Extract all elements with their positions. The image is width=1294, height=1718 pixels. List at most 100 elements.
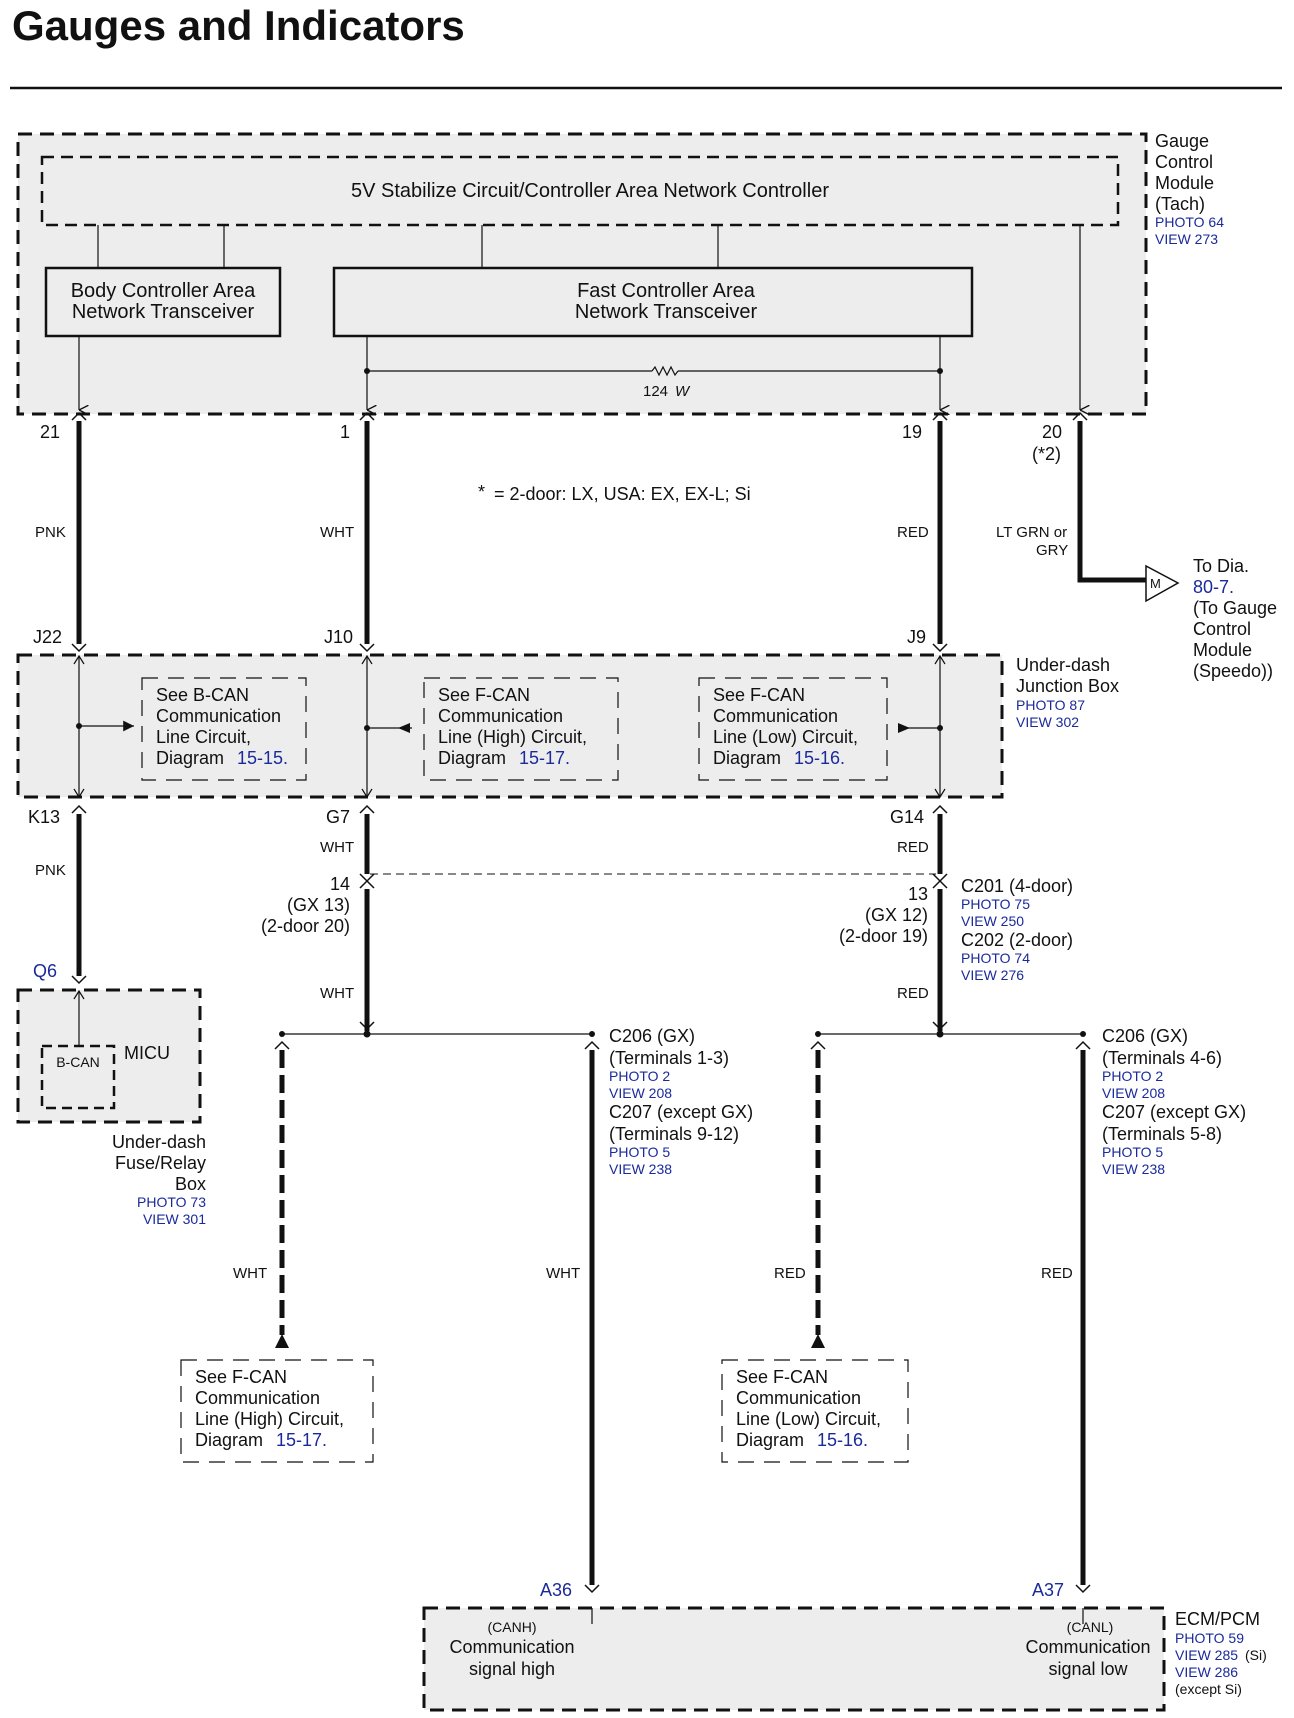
wire-color-wht-2: WHT [320,839,354,856]
ecm-high-label-2: signal high [469,1659,555,1679]
ref-fcan-high-line-3: Line (High) Circuit, [438,727,587,747]
ref-bcan-diagram-link[interactable]: 15-15. [237,748,288,768]
micu-box-label-1: Under-dash [112,1132,206,1152]
ref-bcan-line-2: Communication [156,706,281,726]
ref-fcan-high-diagram-link[interactable]: 15-17. [519,748,570,768]
c207-left-name: C207 (except GX) [609,1102,753,1122]
ref-low-bottom-line-3: Line (Low) Circuit, [736,1409,881,1429]
c207-left-view-ref[interactable]: VIEW 238 [609,1161,672,1177]
terminal-q6: Q6 [33,961,57,981]
micu-bcan-label: B-CAN [56,1054,100,1070]
model-note: = 2-door: LX, USA: EX, EX-L; Si [494,484,751,504]
ref-high-bottom-line-2: Communication [195,1388,320,1408]
ref-bcan-box [141,677,307,781]
fast-can-label-2: Network Transceiver [575,301,758,323]
terminal-a36: A36 [540,1580,572,1600]
junction-box-label-2: Junction Box [1016,676,1119,696]
ref-high-bottom-line-3: Line (High) Circuit, [195,1409,344,1429]
ref-high-bottom-diagram-link[interactable]: 15-17. [276,1430,327,1450]
c201-view-ref[interactable]: VIEW 250 [961,913,1024,929]
c201-right-pin-gx: (GX 12) [865,905,928,925]
connector-m-label: M [1150,576,1161,591]
ref-high-bottom-line-1: See F-CAN [195,1367,287,1387]
c206-left-view-ref[interactable]: VIEW 208 [609,1085,672,1101]
c201-photo-ref[interactable]: PHOTO 75 [961,896,1030,912]
ecm-view-ref-except-si[interactable]: VIEW 286 [1175,1664,1238,1680]
ref-low-bottom-line-4: Diagram [736,1430,804,1450]
c201-connector-name: C201 (4-door) [961,876,1073,896]
c202-photo-ref[interactable]: PHOTO 74 [961,950,1030,966]
junction-box-view-ref[interactable]: VIEW 302 [1016,714,1079,730]
gauge-module-label-4: (Tach) [1155,194,1205,214]
gauge-module-view-ref[interactable]: VIEW 273 [1155,231,1218,247]
c206-right-photo-ref[interactable]: PHOTO 2 [1102,1068,1163,1084]
can-controller-label: 5V Stabilize Circuit/Controller Area Net… [351,180,829,202]
terminal-j10: J10 [324,627,353,647]
junction-box-photo-ref[interactable]: PHOTO 87 [1016,697,1085,713]
wire-color-wht-5: WHT [546,1265,580,1282]
ref-fcan-low-diagram-link[interactable]: 15-16. [794,748,845,768]
ecm-photo-ref[interactable]: PHOTO 59 [1175,1630,1244,1646]
page-title: Gauges and Indicators [12,2,465,49]
ref-fcan-low-line-1: See F-CAN [713,685,805,705]
to-dia-label-1: To Dia. [1193,556,1249,576]
ecm-canl-label: (CANL) [1067,1619,1114,1635]
gauge-module-photo-ref[interactable]: PHOTO 64 [1155,214,1224,230]
wire-color-red-3: RED [897,985,929,1002]
micu-label: MICU [124,1043,170,1063]
ref-fcan-low-line-4: Diagram [713,748,781,768]
to-dia-label-4: Control [1193,619,1251,639]
ref-low-bottom-diagram-link[interactable]: 15-16. [817,1430,868,1450]
body-can-label-1: Body Controller Area [71,280,256,302]
c201-right-pin: 13 [908,884,928,904]
c206-left-terminals: (Terminals 1-3) [609,1048,729,1068]
micu-bcan-box [40,1044,116,1110]
ref-fcan-high-box [423,677,619,781]
ecm-canh-label: (CANH) [488,1619,537,1635]
can-controller-box [40,155,1120,227]
ref-fcan-high-line-1: See F-CAN [438,685,530,705]
ref-bcan-line-3: Line Circuit, [156,727,251,747]
to-dia-ref-link[interactable]: 80-7. [1193,577,1234,597]
ecm-view-si-note: (Si) [1245,1647,1267,1663]
ref-high-bottom-line-4: Diagram [195,1430,263,1450]
gauge-module-label-3: Module [1155,173,1214,193]
gauge-module-label-2: Control [1155,152,1213,172]
c207-right-photo-ref[interactable]: PHOTO 5 [1102,1144,1163,1160]
micu-view-ref[interactable]: VIEW 301 [143,1211,206,1227]
c207-right-name: C207 (except GX) [1102,1102,1246,1122]
c202-connector-name: C202 (2-door) [961,930,1073,950]
ref-fcan-high-line-4: Diagram [438,748,506,768]
body-can-label-2: Network Transceiver [72,301,255,323]
wire-color-ltgrn-1: LT GRN or [996,524,1067,541]
ref-fcan-low-line-3: Line (Low) Circuit, [713,727,858,747]
c207-left-photo-ref[interactable]: PHOTO 5 [609,1144,670,1160]
wire-color-ltgrn-2: GRY [1036,542,1068,559]
note-asterisk: * [478,482,485,502]
junction-box [16,653,1004,799]
c202-view-ref[interactable]: VIEW 276 [961,967,1024,983]
micu-photo-ref[interactable]: PHOTO 73 [137,1194,206,1210]
c201-left-pin: 14 [330,874,350,894]
connector-m-icon [1145,564,1180,603]
c207-right-view-ref[interactable]: VIEW 238 [1102,1161,1165,1177]
ref-fcan-low-box [698,677,888,781]
ref-fcan-low-line-2: Communication [713,706,838,726]
terminal-19: 19 [902,422,922,442]
wire-ltgrn-gry [1077,421,1146,583]
ecm-low-label-1: Communication [1025,1637,1150,1657]
wire-color-red-1: RED [897,524,929,541]
ref-fcan-high-box-bottom [180,1359,374,1463]
gauge-module-label-1: Gauge [1155,131,1209,151]
micu-box-label-3: Box [175,1174,206,1194]
ecm-view-ref-si[interactable]: VIEW 285 [1175,1647,1238,1663]
c206-right-view-ref[interactable]: VIEW 208 [1102,1085,1165,1101]
terminal-j9: J9 [907,627,926,647]
c207-right-terminals: (Terminals 5-8) [1102,1124,1222,1144]
c206-left-name: C206 (GX) [609,1026,695,1046]
ecm-high-label-1: Communication [449,1637,574,1657]
ecm-pcm-box [422,1606,1166,1712]
terminal-g14: G14 [890,807,924,827]
c206-right-name: C206 (GX) [1102,1026,1188,1046]
c206-left-photo-ref[interactable]: PHOTO 2 [609,1068,670,1084]
